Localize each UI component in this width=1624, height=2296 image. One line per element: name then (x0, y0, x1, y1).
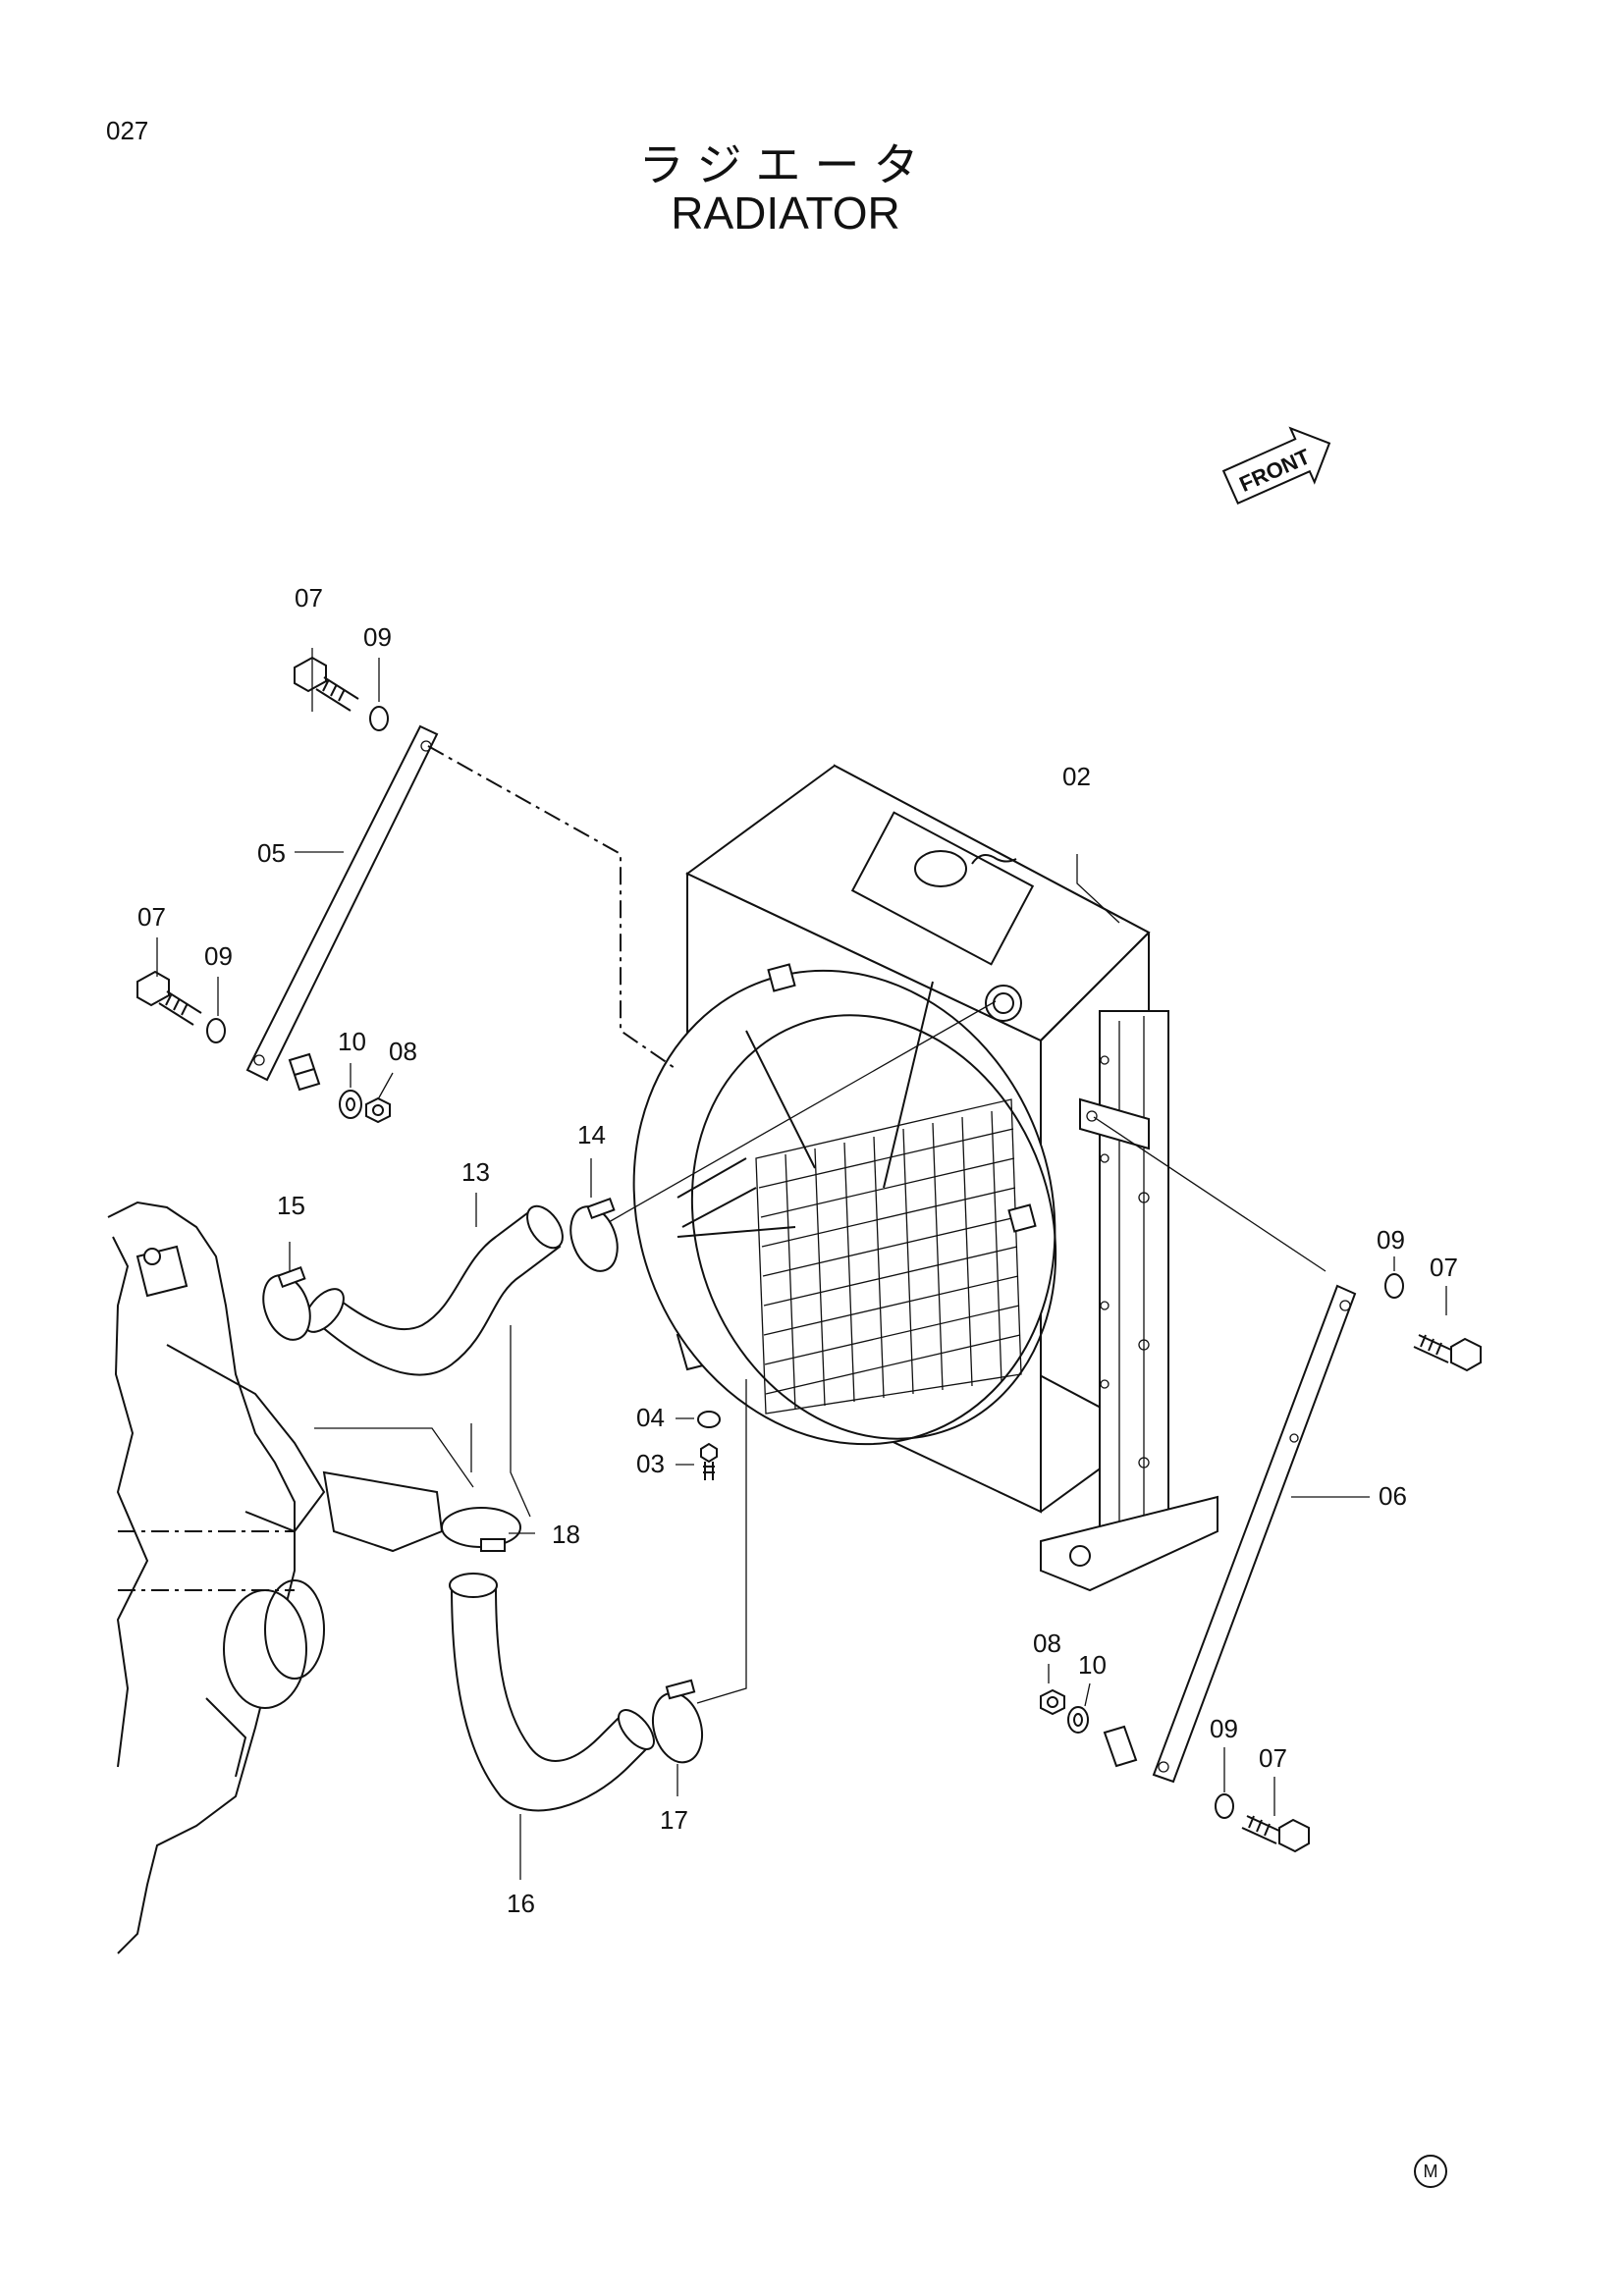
title-japanese: ラジエータ (638, 138, 933, 191)
callout-05: 05 (257, 838, 286, 868)
callout-03: 03 (636, 1449, 665, 1478)
callout-04: 04 (636, 1403, 665, 1432)
stay-05 (245, 724, 439, 1082)
callout-09: 09 (363, 622, 392, 652)
registered-mark-icon: M (1414, 2155, 1447, 2188)
front-label: FRONT (1236, 444, 1315, 497)
callout-07: 07 (295, 583, 323, 613)
stay-06 (1152, 1284, 1357, 1784)
callout-08: 08 (1033, 1629, 1061, 1658)
callout-10: 10 (338, 1027, 366, 1056)
hardware-top (136, 656, 391, 1124)
front-arrow-icon: FRONT (1221, 426, 1331, 506)
callout-07: 07 (137, 902, 166, 932)
leader-lines (156, 648, 1447, 1880)
callout-08: 08 (389, 1037, 417, 1066)
callout-17: 17 (660, 1805, 688, 1835)
callout-07: 07 (1259, 1743, 1287, 1773)
callout-09: 09 (1210, 1714, 1238, 1743)
engine-partial (107, 1201, 444, 1954)
callout-18: 18 (552, 1520, 580, 1549)
callout-10: 10 (1078, 1650, 1107, 1680)
callout-labels: 07 09 05 07 09 10 08 02 14 13 15 04 03 1… (137, 583, 1458, 1918)
clamps (262, 1197, 703, 1764)
title-english: RADIATOR (671, 187, 900, 239)
callout-13: 13 (461, 1157, 490, 1187)
callout-06: 06 (1379, 1481, 1407, 1511)
callout-09: 09 (204, 941, 233, 971)
callout-15: 15 (277, 1191, 305, 1220)
page-number: 027 (106, 116, 149, 145)
callout-07: 07 (1430, 1253, 1458, 1282)
callout-14: 14 (577, 1120, 606, 1149)
callout-02: 02 (1062, 762, 1091, 791)
callout-16: 16 (507, 1889, 535, 1918)
hardware-center (697, 1411, 721, 1480)
hose-13 (303, 1204, 564, 1376)
fan-shroud (632, 963, 1057, 1446)
callout-09: 09 (1377, 1225, 1405, 1255)
hose-16 (449, 1573, 655, 1812)
hardware-right (1040, 1273, 1482, 1853)
